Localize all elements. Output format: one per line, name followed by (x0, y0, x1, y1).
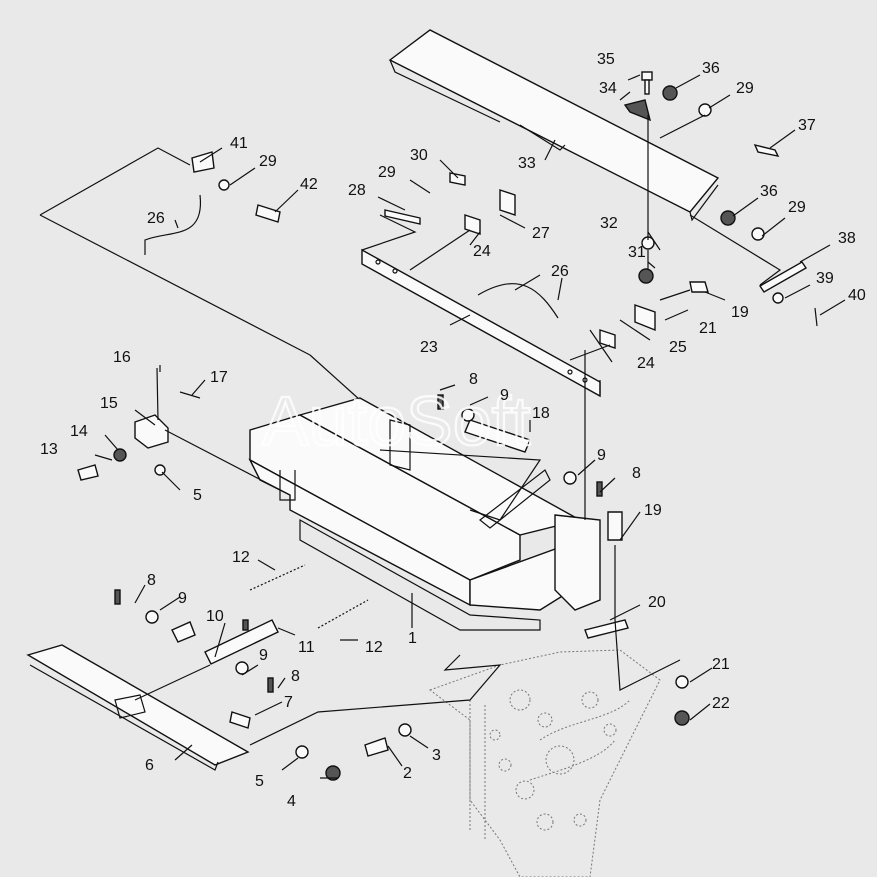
watermark: AutoSoft (262, 382, 531, 460)
handle-part-34 (623, 99, 652, 122)
callout-label: 41 (230, 135, 248, 152)
callout-label: 36 (702, 60, 720, 77)
callout-label: 29 (378, 164, 396, 181)
callout-label: 26 (147, 210, 165, 227)
leader-lines (39, 114, 782, 746)
callout-label: 23 (420, 339, 438, 356)
hardware-bottom (295, 619, 690, 781)
callout-label: 37 (798, 117, 816, 134)
callout-label: 29 (736, 80, 754, 97)
hardware-top-right (638, 85, 780, 284)
callout-label: 21 (699, 320, 717, 337)
clamp-block-part-15 (113, 367, 201, 476)
callout-label: 35 (597, 51, 615, 68)
callout-label: 5 (255, 773, 264, 790)
callout-label: 28 (348, 182, 366, 199)
callout-label: 17 (210, 369, 228, 386)
callout-label: 12 (232, 549, 250, 566)
callout-label: 34 (599, 80, 617, 97)
crossbar-part-23 (361, 248, 601, 398)
callout-label: 16 (113, 349, 131, 366)
callout-label: 29 (788, 199, 806, 216)
cable-part-26 (144, 194, 559, 319)
callout-label: 19 (731, 304, 749, 321)
callout-label: 21 (712, 656, 730, 673)
callout-label: 33 (518, 155, 536, 172)
callout-label: 2 (403, 765, 412, 782)
callout-label: 11 (298, 639, 315, 656)
pin-part-38 (759, 261, 818, 327)
callout-label: 13 (40, 441, 58, 458)
callout-label: 18 (532, 405, 550, 422)
brackets (384, 189, 656, 349)
bolt-part-35 (641, 71, 653, 95)
cover-plate-part-33 (388, 29, 720, 222)
callout-label: 29 (259, 153, 277, 170)
callout-label: 1 (408, 630, 417, 647)
callout-label: 38 (838, 230, 856, 247)
callout-label: 39 (816, 270, 834, 287)
callout-label: 8 (469, 371, 478, 388)
callout-label: 42 (300, 176, 318, 193)
callout-label: 30 (410, 147, 428, 164)
engine-block (428, 649, 661, 877)
callout-label: 8 (147, 572, 156, 589)
shaft-part-10 (114, 394, 603, 693)
callout-label: 9 (178, 590, 187, 607)
callout-label: 19 (644, 502, 662, 519)
callout-label: 6 (145, 757, 154, 774)
bolts (77, 172, 709, 757)
lever-shaft-part-18 (464, 419, 551, 529)
main-frame-part-1 (248, 397, 601, 631)
callout-label: 40 (848, 287, 866, 304)
callout-label: 14 (70, 423, 88, 440)
callout-label: 10 (206, 608, 224, 625)
foot-plate-part-6 (26, 644, 250, 771)
callout-label: 5 (193, 487, 202, 504)
callout-label: 24 (473, 243, 491, 260)
callout-label: 31 (628, 244, 646, 261)
callout-label: 24 (637, 355, 655, 372)
callout-label: 9 (597, 447, 606, 464)
spring-part-12 (249, 564, 369, 629)
callout-label: 9 (500, 387, 509, 404)
callout-label: 4 (287, 793, 296, 810)
callout-label: 27 (532, 225, 550, 242)
callout-label: 26 (551, 263, 569, 280)
callout-label: 15 (100, 395, 118, 412)
callout-label: 22 (712, 695, 730, 712)
callout-label: 32 (600, 215, 618, 232)
callout-label: 25 (669, 339, 687, 356)
callout-label: 20 (648, 594, 666, 611)
callout-label: 9 (259, 647, 268, 664)
callout-label: 8 (632, 465, 641, 482)
callout-label: 8 (291, 668, 300, 685)
callout-label: 36 (760, 183, 778, 200)
callout-label: 12 (365, 639, 383, 656)
callout-ticks (94, 74, 846, 779)
callout-label: 3 (432, 747, 441, 764)
callout-labels: 1 2 3 4 5 5 6 7 8 8 8 8 9 9 9 9 10 11 12… (40, 51, 866, 810)
bracket-part-41 (191, 151, 230, 191)
callout-label: 7 (284, 694, 293, 711)
